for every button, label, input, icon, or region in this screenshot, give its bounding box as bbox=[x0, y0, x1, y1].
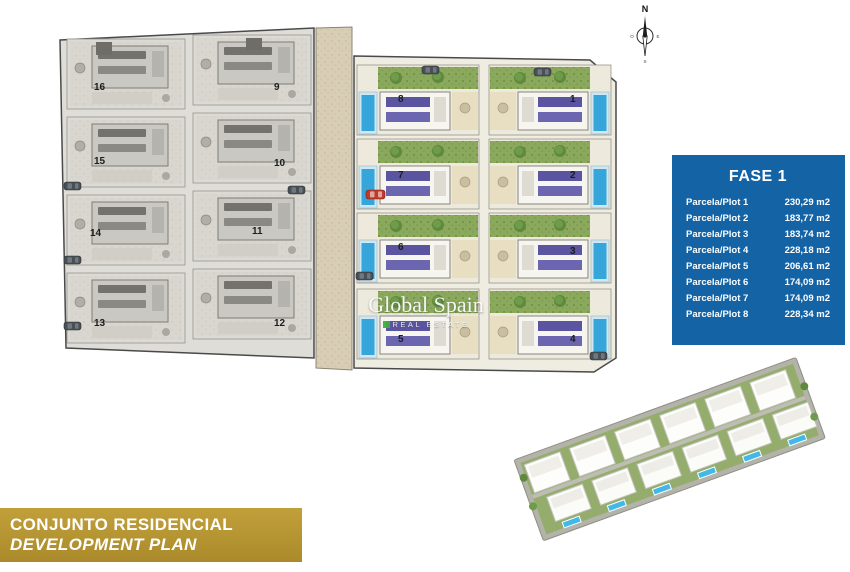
plot-label: Parcela/Plot 7 bbox=[686, 293, 749, 304]
gray-house-unit bbox=[66, 38, 186, 110]
plot-number: 4 bbox=[570, 334, 576, 345]
plot-number: 12 bbox=[274, 318, 286, 329]
plot-size-row: Parcela/Plot 5 206,61 m2 bbox=[686, 259, 830, 275]
compass-south-label: S bbox=[643, 59, 646, 64]
utility-box bbox=[96, 42, 112, 55]
right-block: 8 7 6 5 1 2 3 4 bbox=[353, 55, 617, 373]
villa-unit bbox=[489, 289, 611, 359]
plot-number: 8 bbox=[398, 94, 404, 105]
villa-unit bbox=[489, 213, 611, 283]
plot-size: 174,09 m2 bbox=[784, 293, 830, 304]
left-block: 16 15 14 13 9 10 11 12 bbox=[59, 27, 315, 359]
gray-house-unit bbox=[66, 194, 186, 266]
plot-number: 9 bbox=[274, 82, 280, 93]
compass-east-label: E bbox=[656, 34, 659, 39]
road bbox=[315, 26, 353, 371]
aerial-render bbox=[514, 357, 826, 541]
plot-size-row: Parcela/Plot 8 228,34 m2 bbox=[686, 307, 830, 323]
plot-label: Parcela/Plot 3 bbox=[686, 229, 749, 240]
render-front-row bbox=[546, 401, 818, 523]
plot-size: 174,09 m2 bbox=[784, 277, 830, 288]
gray-house-unit bbox=[192, 268, 312, 340]
plot-size-row: Parcela/Plot 7 174,09 m2 bbox=[686, 291, 830, 307]
villa-unit bbox=[489, 139, 611, 209]
gray-house-unit bbox=[192, 112, 312, 184]
plot-number: 3 bbox=[570, 246, 576, 257]
plot-size: 206,61 m2 bbox=[784, 261, 830, 272]
compass-north-label: N bbox=[642, 4, 649, 14]
plot-size-row: Parcela/Plot 3 183,74 m2 bbox=[686, 227, 830, 243]
plot-number: 15 bbox=[94, 156, 106, 167]
plot-number: 2 bbox=[570, 170, 576, 181]
banner-title-es: CONJUNTO RESIDENCIAL bbox=[10, 515, 234, 534]
plot-size: 183,77 m2 bbox=[784, 213, 830, 224]
title-banner: CONJUNTO RESIDENCIAL DEVELOPMENT PLAN bbox=[0, 508, 302, 562]
plot-label: Parcela/Plot 6 bbox=[686, 277, 749, 288]
villa-unit bbox=[357, 65, 479, 135]
render-pools bbox=[561, 433, 808, 529]
plot-number: 11 bbox=[252, 226, 263, 237]
gray-house-unit bbox=[66, 116, 186, 188]
plot-label: Parcela/Plot 8 bbox=[686, 309, 749, 320]
car-icon bbox=[63, 181, 82, 191]
plot-label: Parcela/Plot 4 bbox=[686, 245, 749, 256]
gray-house-unit bbox=[66, 272, 186, 344]
car-icon bbox=[287, 185, 306, 195]
render-trees bbox=[519, 382, 819, 511]
red-car-icon bbox=[365, 189, 386, 200]
car-icon bbox=[63, 321, 82, 331]
plot-size: 228,18 m2 bbox=[784, 245, 830, 256]
plot-size-row: Parcela/Plot 1 230,29 m2 bbox=[686, 195, 830, 211]
car-icon bbox=[355, 271, 374, 281]
plot-number: 7 bbox=[398, 170, 404, 181]
compass-needle bbox=[642, 16, 648, 36]
plot-size: 183,74 m2 bbox=[784, 229, 830, 240]
phase-title: FASE 1 bbox=[728, 168, 788, 185]
plot-size: 228,34 m2 bbox=[784, 309, 830, 320]
plot-size: 230,29 m2 bbox=[784, 197, 830, 208]
plot-label: Parcela/Plot 1 bbox=[686, 197, 749, 208]
plot-size-row: Parcela/Plot 6 174,09 m2 bbox=[686, 275, 830, 291]
plot-size-row: Parcela/Plot 4 228,18 m2 bbox=[686, 243, 830, 259]
compass-west-label: O bbox=[630, 34, 634, 39]
plot-number: 6 bbox=[398, 242, 404, 253]
plot-number: 16 bbox=[94, 82, 106, 93]
phase-rows: Parcela/Plot 1 230,29 m2 Parcela/Plot 2 … bbox=[686, 195, 830, 323]
plot-label: Parcela/Plot 2 bbox=[686, 213, 749, 224]
villa-unit bbox=[357, 289, 479, 359]
phase-box: FASE 1 Parcela/Plot 1 230,29 m2 Parcela/… bbox=[672, 155, 845, 345]
plot-number: 13 bbox=[94, 318, 106, 329]
plot-number: 10 bbox=[274, 158, 286, 169]
car-icon bbox=[421, 65, 440, 75]
banner-title-en: DEVELOPMENT PLAN bbox=[10, 535, 197, 554]
compass-rose: N O E S bbox=[630, 4, 659, 64]
site-plan: 16 15 14 13 9 10 11 12 bbox=[59, 26, 617, 373]
plot-number: 5 bbox=[398, 334, 404, 345]
car-icon bbox=[63, 255, 82, 265]
car-icon bbox=[533, 67, 552, 77]
plot-number: 14 bbox=[90, 228, 102, 239]
plot-size-row: Parcela/Plot 2 183,77 m2 bbox=[686, 211, 830, 227]
render-site bbox=[514, 357, 826, 541]
plot-label: Parcela/Plot 5 bbox=[686, 261, 749, 272]
render-back-row bbox=[523, 369, 797, 494]
plot-number: 1 bbox=[570, 94, 576, 105]
villa-unit bbox=[357, 213, 479, 283]
utility-box bbox=[246, 38, 262, 50]
